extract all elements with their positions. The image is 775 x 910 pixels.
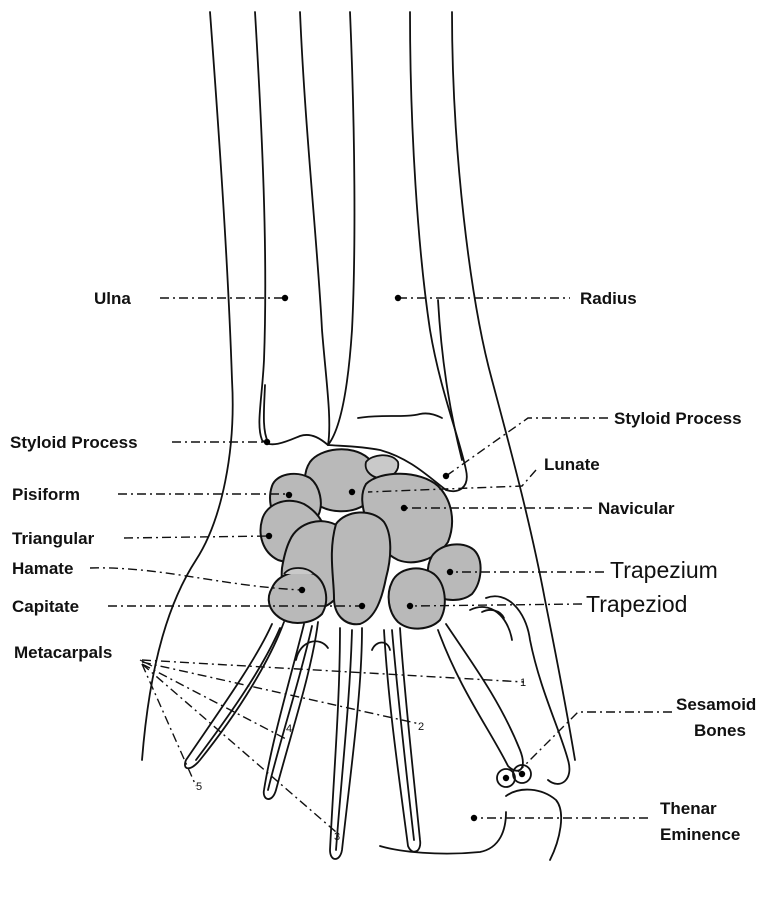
radius-bone	[328, 12, 467, 491]
label-bones: Bones	[694, 721, 746, 740]
metacarpal-number-5: 5	[196, 781, 202, 793]
label-styloid-process-ulna: Styloid Process	[10, 433, 138, 452]
forearm-outline	[142, 12, 575, 760]
metacarpal-number-2: 2	[418, 721, 424, 733]
label-metacarpals: Metacarpals	[14, 643, 112, 662]
label-lunate: Lunate	[544, 455, 600, 474]
label-navicular: Navicular	[598, 499, 675, 518]
label-trapezium: Trapezium	[610, 557, 718, 583]
metacarpal-number-3: 3	[334, 831, 340, 843]
label-sesamoid: Sesamoid	[676, 695, 756, 714]
metacarpal-number-4: 4	[286, 723, 292, 735]
label-trapeziod: Trapeziod	[586, 591, 687, 617]
label-styloid-process-radius: Styloid Process	[614, 409, 742, 428]
label-hamate: Hamate	[12, 559, 73, 578]
label-thenar: Thenar	[660, 799, 717, 818]
label-pisiform: Pisiform	[12, 485, 80, 504]
label-capitate: Capitate	[12, 597, 79, 616]
label-radius: Radius	[580, 289, 637, 308]
label-eminence: Eminence	[660, 825, 740, 844]
ulna-bone	[255, 12, 329, 445]
label-triangular: Triangular	[12, 529, 95, 548]
metacarpal-bones	[185, 596, 569, 859]
label-ulna: Ulna	[94, 289, 131, 308]
capitate-head	[269, 572, 326, 623]
metacarpal-number-1: 1	[520, 677, 526, 689]
trapezoid-bone	[389, 568, 445, 628]
